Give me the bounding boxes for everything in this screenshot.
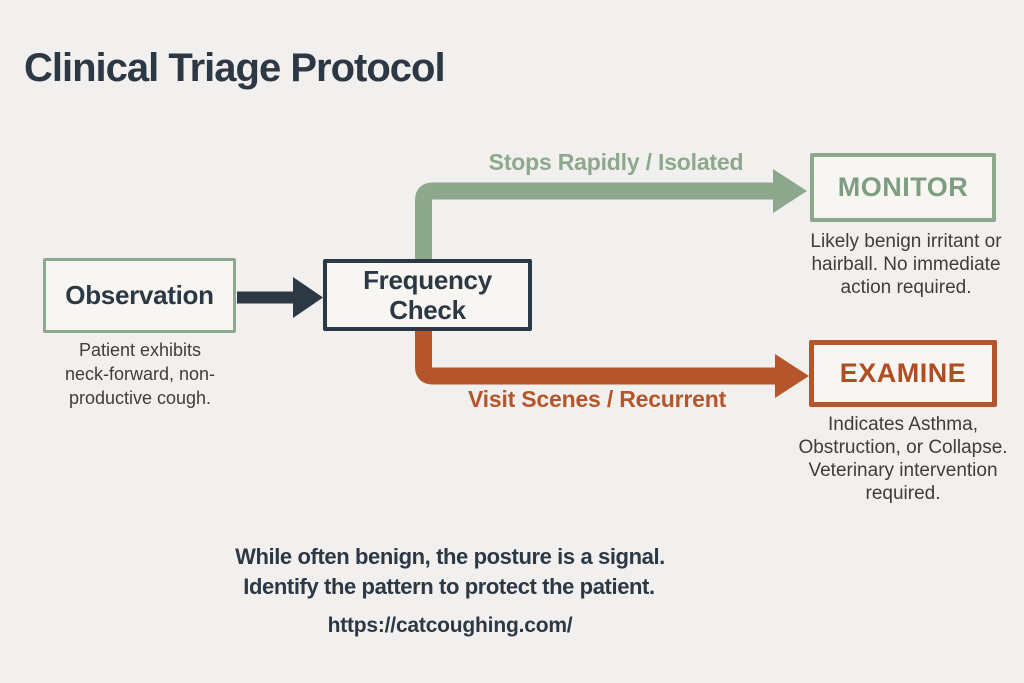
examine-caption: Indicates Asthma, Obstruction, or Collap… — [798, 413, 1007, 505]
observation-node: Observation — [43, 258, 236, 333]
monitor-caption: Likely benign irritant or hairball. No i… — [810, 230, 1001, 299]
observation-node-label: Observation — [65, 280, 214, 310]
caption-line: required. — [865, 483, 941, 504]
caption-line: Indicates Asthma, — [828, 414, 978, 435]
examine-node-label: EXAMINE — [839, 358, 967, 388]
node-label-line: Check — [389, 295, 466, 325]
footer-message-line: Identify the pattern to protect the pati… — [243, 574, 655, 599]
examine-branch-condition-label: Visit Scenes / Recurrent — [467, 386, 727, 412]
caption-line: hairball. No immediate — [811, 254, 1001, 275]
caption-line: Patient exhibits — [78, 340, 202, 360]
frequency-check-node-label: Frequency Check — [363, 265, 492, 325]
node-label-line: Frequency — [363, 265, 492, 295]
observation-caption: Patient exhibits neck-forward, non- prod… — [65, 338, 215, 410]
footer-url: https://catcoughing.com/ — [327, 614, 573, 637]
caption-line: Likely benign irritant or — [810, 231, 1002, 252]
frequency-check-node: Frequency Check — [323, 259, 532, 331]
examine-node: EXAMINE — [809, 340, 997, 407]
observation-to-frequency-arrow-icon — [237, 277, 323, 318]
monitor-branch-condition-label: Stops Rapidly / Isolated — [488, 149, 744, 175]
page-title: Clinical Triage Protocol — [24, 46, 446, 90]
caption-line: productive cough. — [68, 388, 212, 408]
footer-message-line: While often benign, the posture is a sig… — [235, 544, 665, 569]
caption-line: neck-forward, non- — [64, 364, 216, 384]
monitor-node: MONITOR — [810, 153, 996, 222]
caption-line: Veterinary intervention — [808, 460, 998, 481]
monitor-node-label: MONITOR — [837, 172, 969, 202]
orange-branch-arrow-icon — [415, 329, 809, 398]
caption-line: action required. — [840, 277, 972, 298]
green-branch-arrow-icon — [415, 169, 807, 261]
caption-line: Obstruction, or Collapse. — [798, 437, 1008, 458]
